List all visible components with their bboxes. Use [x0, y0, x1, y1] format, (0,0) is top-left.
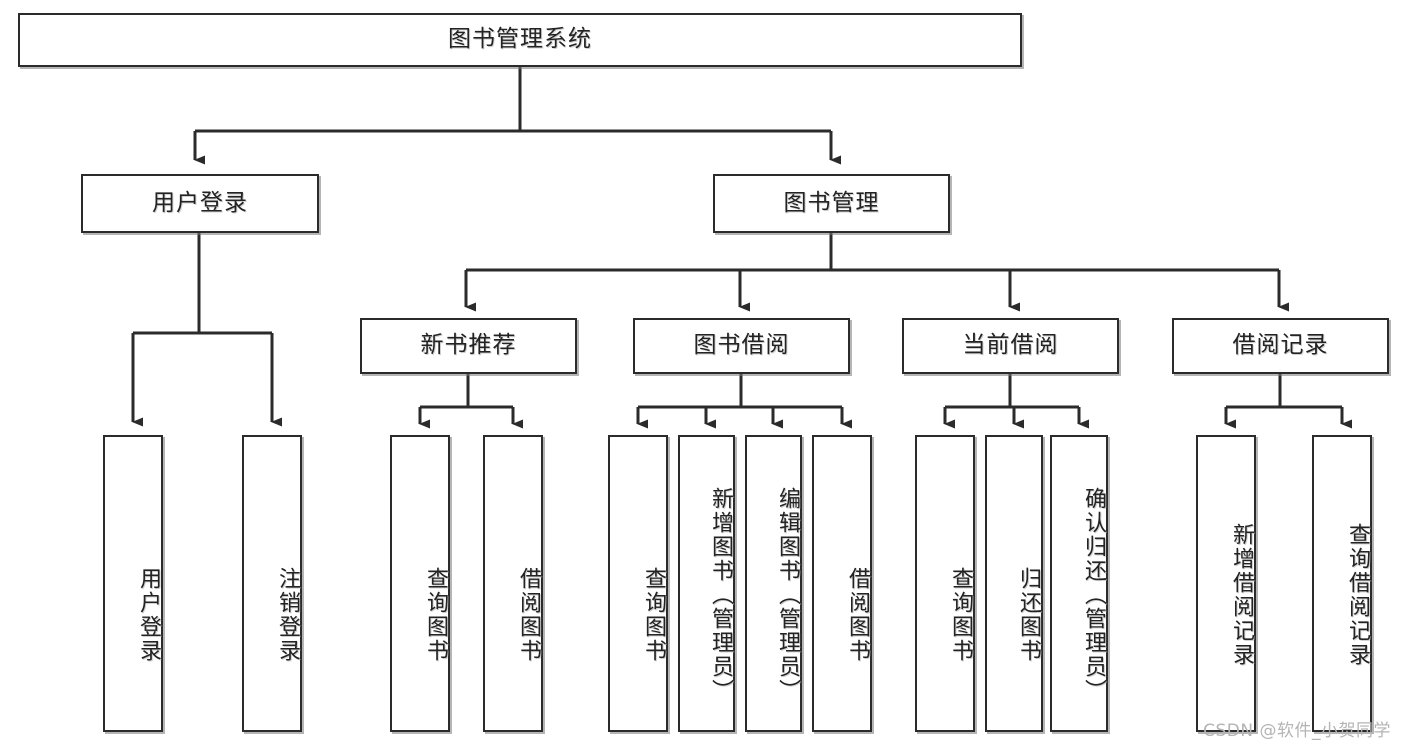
- leaf-borrow-edit-book-admin[interactable]: 编辑图书（管理员）: [745, 435, 802, 732]
- node-new-book-recommend[interactable]: 新书推荐: [360, 318, 577, 374]
- leaf-current-query-book[interactable]: 查询图书: [915, 435, 975, 732]
- node-book-borrow[interactable]: 图书借阅: [633, 318, 850, 374]
- node-root-book-management-system[interactable]: 图书管理系统: [18, 13, 1022, 67]
- node-label: 图书借阅: [693, 332, 790, 359]
- leaf-user-login[interactable]: 用户登录: [103, 435, 163, 732]
- node-book-management[interactable]: 图书管理: [713, 174, 950, 233]
- node-label: 归还图书: [1016, 566, 1041, 663]
- leaf-user-logout[interactable]: 注销登录: [242, 435, 302, 732]
- node-label: 新增图书（管理员）: [708, 486, 733, 703]
- node-label: 新书推荐: [420, 332, 517, 359]
- leaf-borrow-add-book-admin[interactable]: 新增图书（管理员）: [678, 435, 735, 732]
- node-label: 查询图书: [423, 566, 448, 663]
- node-label: 图书管理: [783, 189, 880, 216]
- node-label: 用户登录: [152, 189, 248, 216]
- node-label: 借阅图书: [845, 566, 870, 663]
- node-label: 借阅记录: [1232, 332, 1329, 359]
- node-label: 图书管理系统: [448, 26, 592, 53]
- leaf-recommend-borrow-book[interactable]: 借阅图书: [483, 435, 543, 732]
- node-label: 用户登录: [136, 566, 161, 663]
- node-label: 借阅图书: [516, 566, 541, 663]
- leaf-current-return-book[interactable]: 归还图书: [985, 435, 1043, 732]
- leaf-record-query-borrow-record[interactable]: 查询借阅记录: [1312, 435, 1372, 732]
- node-user-login[interactable]: 用户登录: [81, 174, 319, 233]
- node-label: 编辑图书（管理员）: [775, 486, 800, 703]
- node-label: 新增借阅记录: [1229, 522, 1254, 667]
- node-label: 查询借阅记录: [1345, 522, 1370, 667]
- node-current-borrow[interactable]: 当前借阅: [902, 318, 1119, 374]
- leaf-record-add-borrow-record[interactable]: 新增借阅记录: [1196, 435, 1256, 732]
- leaf-borrow-borrow-book[interactable]: 借阅图书: [812, 435, 872, 732]
- leaf-borrow-query-book[interactable]: 查询图书: [608, 435, 668, 732]
- node-label: 当前借阅: [962, 332, 1059, 359]
- node-label: 确认归还（管理员）: [1081, 486, 1106, 703]
- leaf-current-confirm-return-admin[interactable]: 确认归还（管理员）: [1050, 435, 1108, 732]
- node-label: 查询图书: [641, 566, 666, 663]
- leaf-recommend-query-book[interactable]: 查询图书: [390, 435, 450, 732]
- node-label: 查询图书: [948, 566, 973, 663]
- node-label: 注销登录: [275, 566, 300, 663]
- csdn-watermark: CSDN @软件_小贺同学: [1203, 721, 1391, 741]
- node-borrow-record[interactable]: 借阅记录: [1172, 318, 1389, 374]
